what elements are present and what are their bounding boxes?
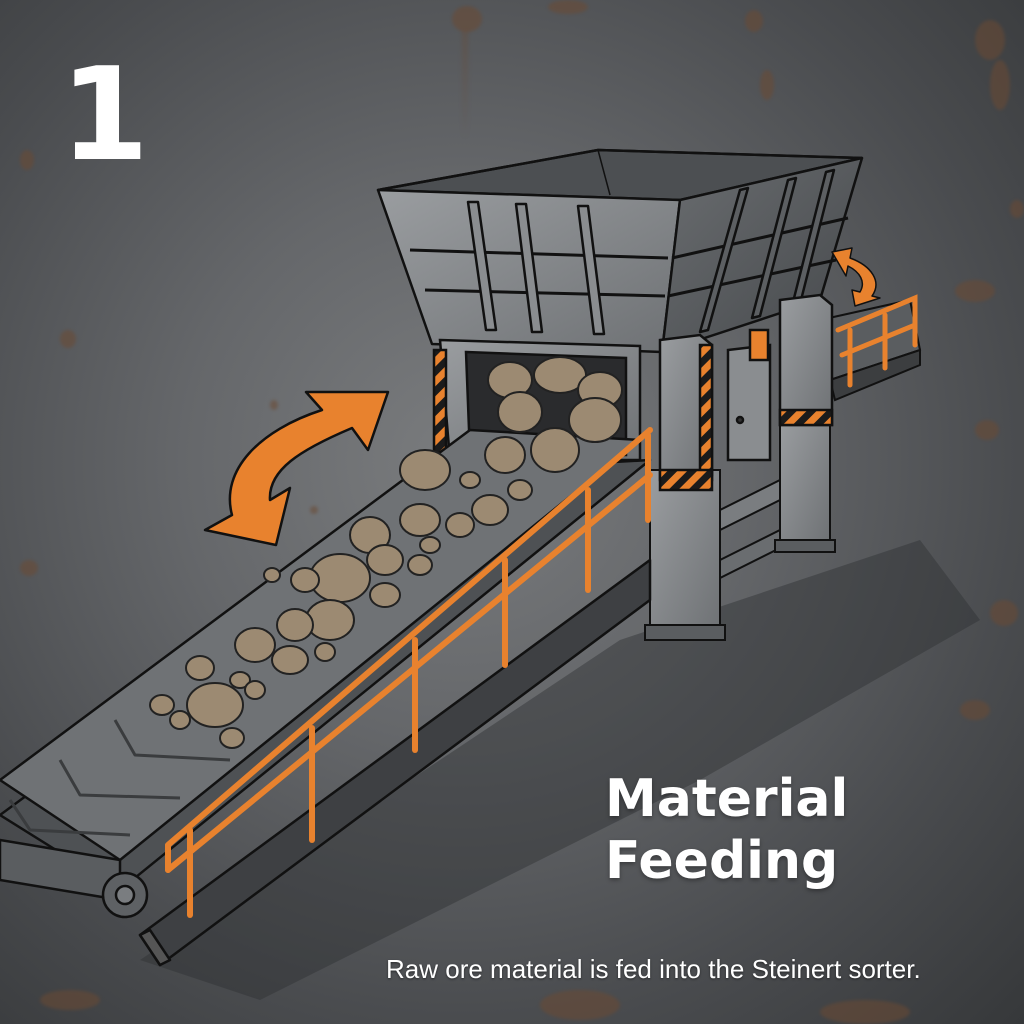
safety-railing bbox=[165, 427, 653, 918]
hopper bbox=[376, 148, 864, 354]
step-title-line-1: Material bbox=[605, 769, 849, 829]
step-title: Material Feeding bbox=[605, 768, 848, 892]
support-frame bbox=[644, 419, 836, 641]
ore-rocks bbox=[149, 356, 623, 749]
step-number: 1 bbox=[60, 41, 149, 190]
discharge-conveyor bbox=[818, 298, 922, 402]
step-caption: Raw ore material is fed into the Steiner… bbox=[386, 954, 921, 984]
rotation-arrow-small-icon bbox=[831, 247, 881, 307]
rotation-arrow-large-icon bbox=[203, 390, 390, 547]
step-title-line-2: Feeding bbox=[605, 831, 839, 891]
control-cabinet bbox=[658, 293, 834, 492]
ground-shadow bbox=[140, 540, 980, 1000]
discharge-railing bbox=[835, 294, 918, 388]
